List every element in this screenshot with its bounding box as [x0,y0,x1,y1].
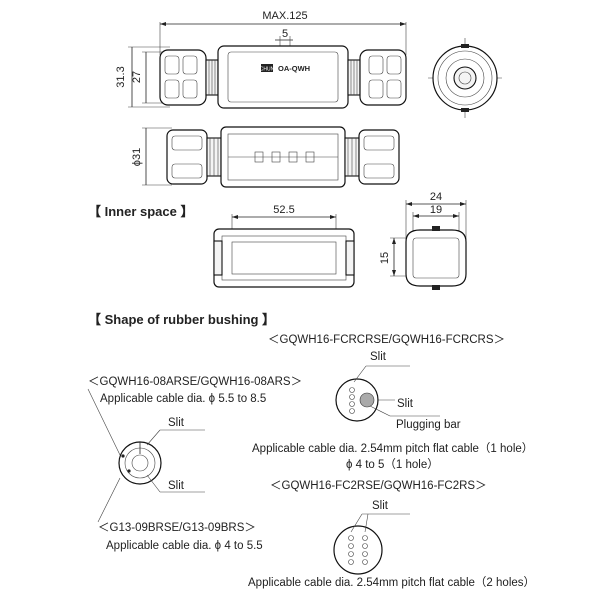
bushing-flat-2-model: ＜GQWH16-FC2RSE/GQWH16-FC2RS＞ [270,480,487,492]
bushing-round-cable-top: Applicable cable dia. ϕ 5.5 to 8.5 [100,393,266,405]
label-model: OA-QWH [278,64,310,73]
bushing-flat-2-holes: ＜GQWH16-FC2RSE/GQWH16-FC2RS＞ Slit Applic… [248,480,535,589]
connector-top-view: MAX.125 5 31.3 27 CHUN OA-QWH [115,10,407,109]
bushing-round: ＜GQWH16-08ARSE/GQWH16-08ARS＞ Applicable … [87,376,302,552]
bushing-flat-2-cable-1: Applicable cable dia. 2.54mm pitch flat … [248,576,535,589]
dim-diameter: ϕ31 [131,148,143,166]
dim-inner-width-outer: 24 [430,191,442,203]
connector-side-view: ϕ31 [131,126,400,188]
inner-space-side: 52.5 [213,204,355,288]
bushing-flat-1-slit-2: Slit [397,398,414,410]
dim-height-body: 27 [131,71,143,83]
dim-height-total: 31.3 [115,66,127,87]
dim-inner-length: 52.5 [273,204,294,216]
dim-max-length: MAX.125 [262,10,307,22]
connector-end-view [428,38,502,118]
bushing-round-slit-2: Slit [168,480,185,492]
bushing-flat-2-slit: Slit [372,500,389,512]
heading-inner-space: 【 Inner space 】 [88,204,193,219]
bushing-round-model-top: ＜GQWH16-08ARSE/GQWH16-08ARS＞ [88,376,302,388]
heading-rubber-bushing: 【 Shape of rubber bushing 】 [88,312,275,327]
bushing-flat-1-cable-2: ϕ 4 to 5（1 hole） [346,458,439,471]
dim-inner-height: 15 [379,252,391,264]
bushing-flat-1-cable-1: Applicable cable dia. 2.54mm pitch flat … [252,442,533,455]
dim-slot-width: 5 [282,28,288,40]
bushing-round-model-bottom: ＜G13-09BRSE/G13-09BRS＞ [98,522,256,534]
bushing-flat-1-hole: ＜GQWH16-FCRCRSE/GQWH16-FCRCRS＞ Slit Slit… [252,334,533,471]
bushing-round-cable-bottom: Applicable cable dia. ϕ 4 to 5.5 [106,540,263,552]
inner-space-end: 24 19 15 [379,191,467,290]
bushing-flat-1-model: ＜GQWH16-FCRCRSE/GQWH16-FCRCRS＞ [268,334,505,346]
label-logo: CHUN [260,67,275,73]
dim-inner-width-inner: 19 [430,204,442,216]
bushing-flat-1-slit-1: Slit [370,351,387,363]
bushing-flat-1-plug: Plugging bar [396,419,461,431]
bushing-round-slit-1: Slit [168,417,185,429]
